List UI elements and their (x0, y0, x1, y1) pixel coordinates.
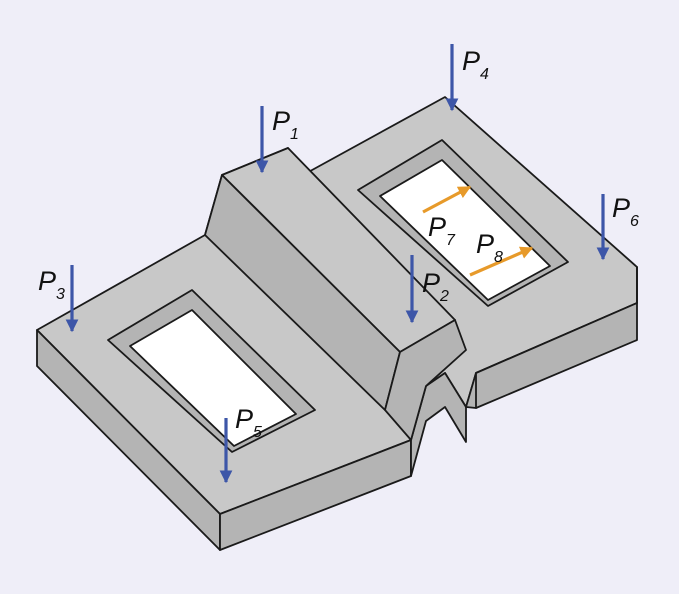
load-label-p7: P7 (428, 212, 456, 249)
machined-part (36, 96, 638, 551)
load-subscript: 4 (480, 66, 489, 83)
load-symbol: P (235, 404, 253, 434)
load-subscript: 6 (630, 213, 639, 230)
load-subscript: 3 (56, 286, 65, 303)
load-symbol: P (38, 266, 56, 296)
step-notch-side (410, 372, 467, 477)
load-label-p6: P6 (612, 193, 639, 230)
load-label-p4: P4 (462, 46, 489, 83)
load-arrows (65, 44, 610, 484)
load-subscript: 2 (439, 288, 449, 305)
right-plate-side-strip (475, 302, 638, 409)
load-subscript: 5 (253, 424, 262, 441)
load-label-p8: P8 (476, 229, 503, 266)
load-symbol: P (476, 229, 494, 259)
load-subscript: 1 (290, 126, 299, 143)
load-symbol: P (272, 106, 290, 136)
load-label-p3: P3 (38, 266, 65, 303)
load-symbol: P (462, 46, 480, 76)
load-arrow-p8 (469, 246, 534, 277)
left-window-opening (129, 309, 297, 447)
load-symbol: P (428, 212, 446, 242)
load-arrow-p7 (422, 185, 472, 214)
load-subscript: 8 (494, 249, 503, 266)
load-label-p5: P5 (235, 404, 262, 441)
load-label-p1: P1 (272, 106, 299, 143)
right-window-opening (379, 159, 551, 301)
load-label-p2: P2 (422, 268, 449, 305)
rib-end-drop (384, 319, 467, 441)
load-symbol: P (612, 193, 630, 223)
load-subscript: 7 (446, 232, 456, 249)
load-symbol: P (422, 268, 440, 298)
